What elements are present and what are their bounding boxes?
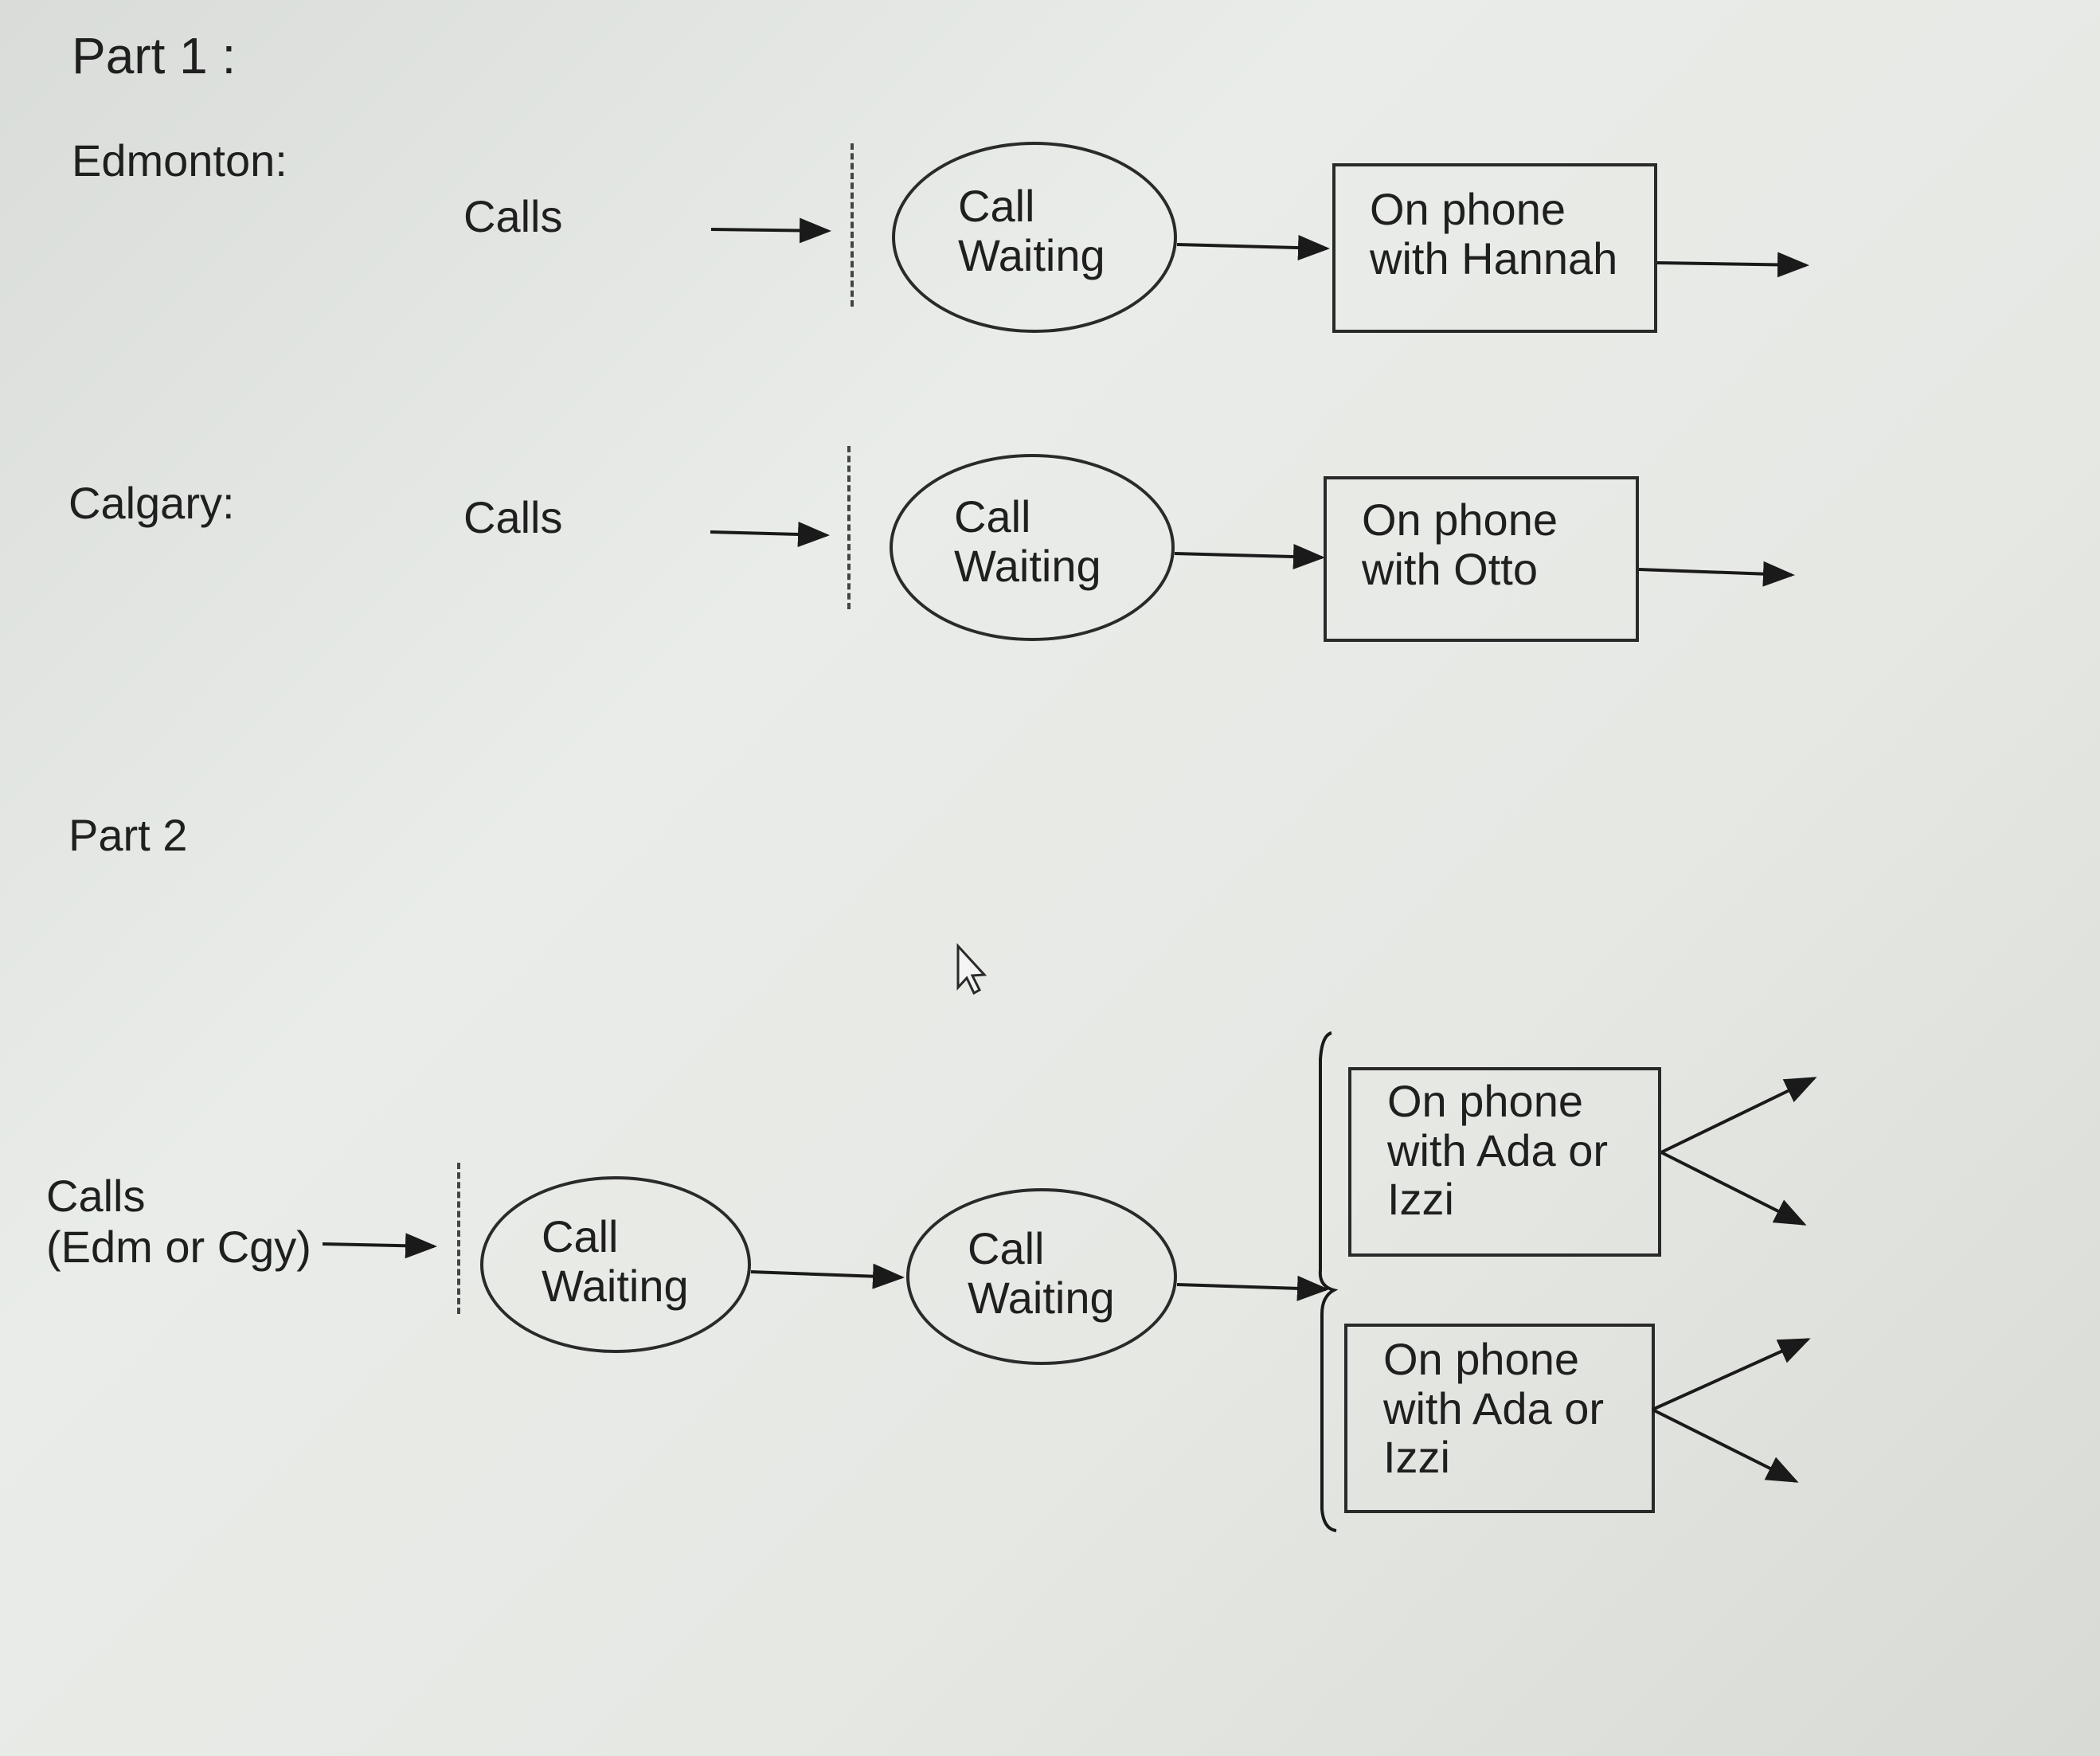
edmonton-call-waiting-text: Call Waiting [958, 182, 1105, 280]
part2-call-waiting-text-2: Call Waiting [968, 1224, 1115, 1322]
part2-title: Part 2 [68, 810, 188, 860]
part2-server-1-line1: On phone [1387, 1076, 1583, 1126]
part2-server-1-line2: with Ada or [1387, 1124, 1609, 1175]
calgary-calls-label: Calls [463, 492, 563, 542]
part2-queue1-to-queue2-arrow [750, 1263, 905, 1289]
part2-call-waiting-2-line2: Waiting [968, 1272, 1115, 1323]
edmonton-arrival-line [851, 143, 854, 307]
edmonton-calls-label: Calls [463, 191, 563, 241]
edmonton-server-line1: On phone [1370, 184, 1566, 234]
part2-server-2-line3: Izzi [1383, 1432, 1450, 1483]
part2-calls-text: Calls (Edm or Cgy) [46, 1171, 311, 1273]
calgary-server-text: On phone with Otto [1362, 495, 1558, 593]
edmonton-label: Edmonton: [72, 135, 287, 186]
part2-arrival-arrow [322, 1233, 437, 1259]
part2-server-2-line1: On phone [1383, 1334, 1579, 1384]
part2-calls-line2: (Edm or Cgy) [46, 1222, 311, 1273]
calgary-queue-to-server-arrow [1174, 544, 1325, 570]
part2-queue2-to-servers-arrow [1176, 1275, 1329, 1301]
calgary-server-line2: with Otto [1362, 543, 1538, 594]
part2-server-box-2 [1344, 1324, 1655, 1513]
part2-call-waiting-1-line1: Call [542, 1211, 619, 1261]
calgary-arrival-line [847, 446, 851, 609]
part2-server-text-2: On phone with Ada or Izzi [1383, 1335, 1604, 1482]
calgary-server-line1: On phone [1362, 495, 1558, 545]
part2-arrival-line [457, 1163, 460, 1314]
part2-server-box-1 [1348, 1067, 1661, 1257]
calgary-call-waiting-node [890, 454, 1175, 641]
edmonton-departure-arrow [1656, 252, 1809, 278]
part2-server1-departure-arrow-up [1660, 1077, 1817, 1154]
part2-call-waiting-2-line1: Call [968, 1223, 1045, 1273]
part2-call-waiting-node-1 [480, 1176, 751, 1353]
calgary-server-box [1324, 476, 1639, 642]
edmonton-server-box [1332, 163, 1657, 333]
edmonton-queue-to-server-arrow [1176, 235, 1330, 261]
calgary-call-waiting-line2: Waiting [954, 540, 1101, 591]
calgary-call-waiting-line1: Call [954, 491, 1031, 542]
edmonton-server-line2: with Hannah [1370, 233, 1618, 284]
edmonton-server-text: On phone with Hannah [1370, 185, 1617, 283]
mouse-pointer-icon [956, 943, 987, 995]
part2-server-text-1: On phone with Ada or Izzi [1387, 1077, 1608, 1224]
calgary-label: Calgary: [68, 478, 235, 528]
calgary-departure-arrow [1638, 561, 1795, 587]
part2-server-1-line3: Izzi [1387, 1174, 1454, 1225]
part2-call-waiting-node-2 [906, 1188, 1177, 1365]
calgary-arrival-arrow [710, 522, 830, 548]
part2-server-2-line2: with Ada or [1383, 1383, 1605, 1433]
part1-title: Part 1 : [72, 27, 237, 84]
part2-server-bracket [1318, 1031, 1339, 1532]
edmonton-call-waiting-node [892, 142, 1177, 333]
part2-call-waiting-1-line2: Waiting [542, 1260, 689, 1311]
edmonton-call-waiting-line1: Call [958, 181, 1035, 231]
edmonton-arrival-arrow [710, 217, 831, 244]
part2-calls-line1: Calls [46, 1171, 146, 1221]
part2-server2-departure-arrow-up [1652, 1338, 1811, 1411]
part2-server1-departure-arrow-down [1660, 1151, 1807, 1226]
part2-server2-departure-arrow-down [1652, 1408, 1799, 1483]
part2-call-waiting-text-1: Call Waiting [542, 1212, 689, 1310]
edmonton-call-waiting-line2: Waiting [958, 229, 1105, 280]
calgary-call-waiting-text: Call Waiting [954, 492, 1101, 590]
